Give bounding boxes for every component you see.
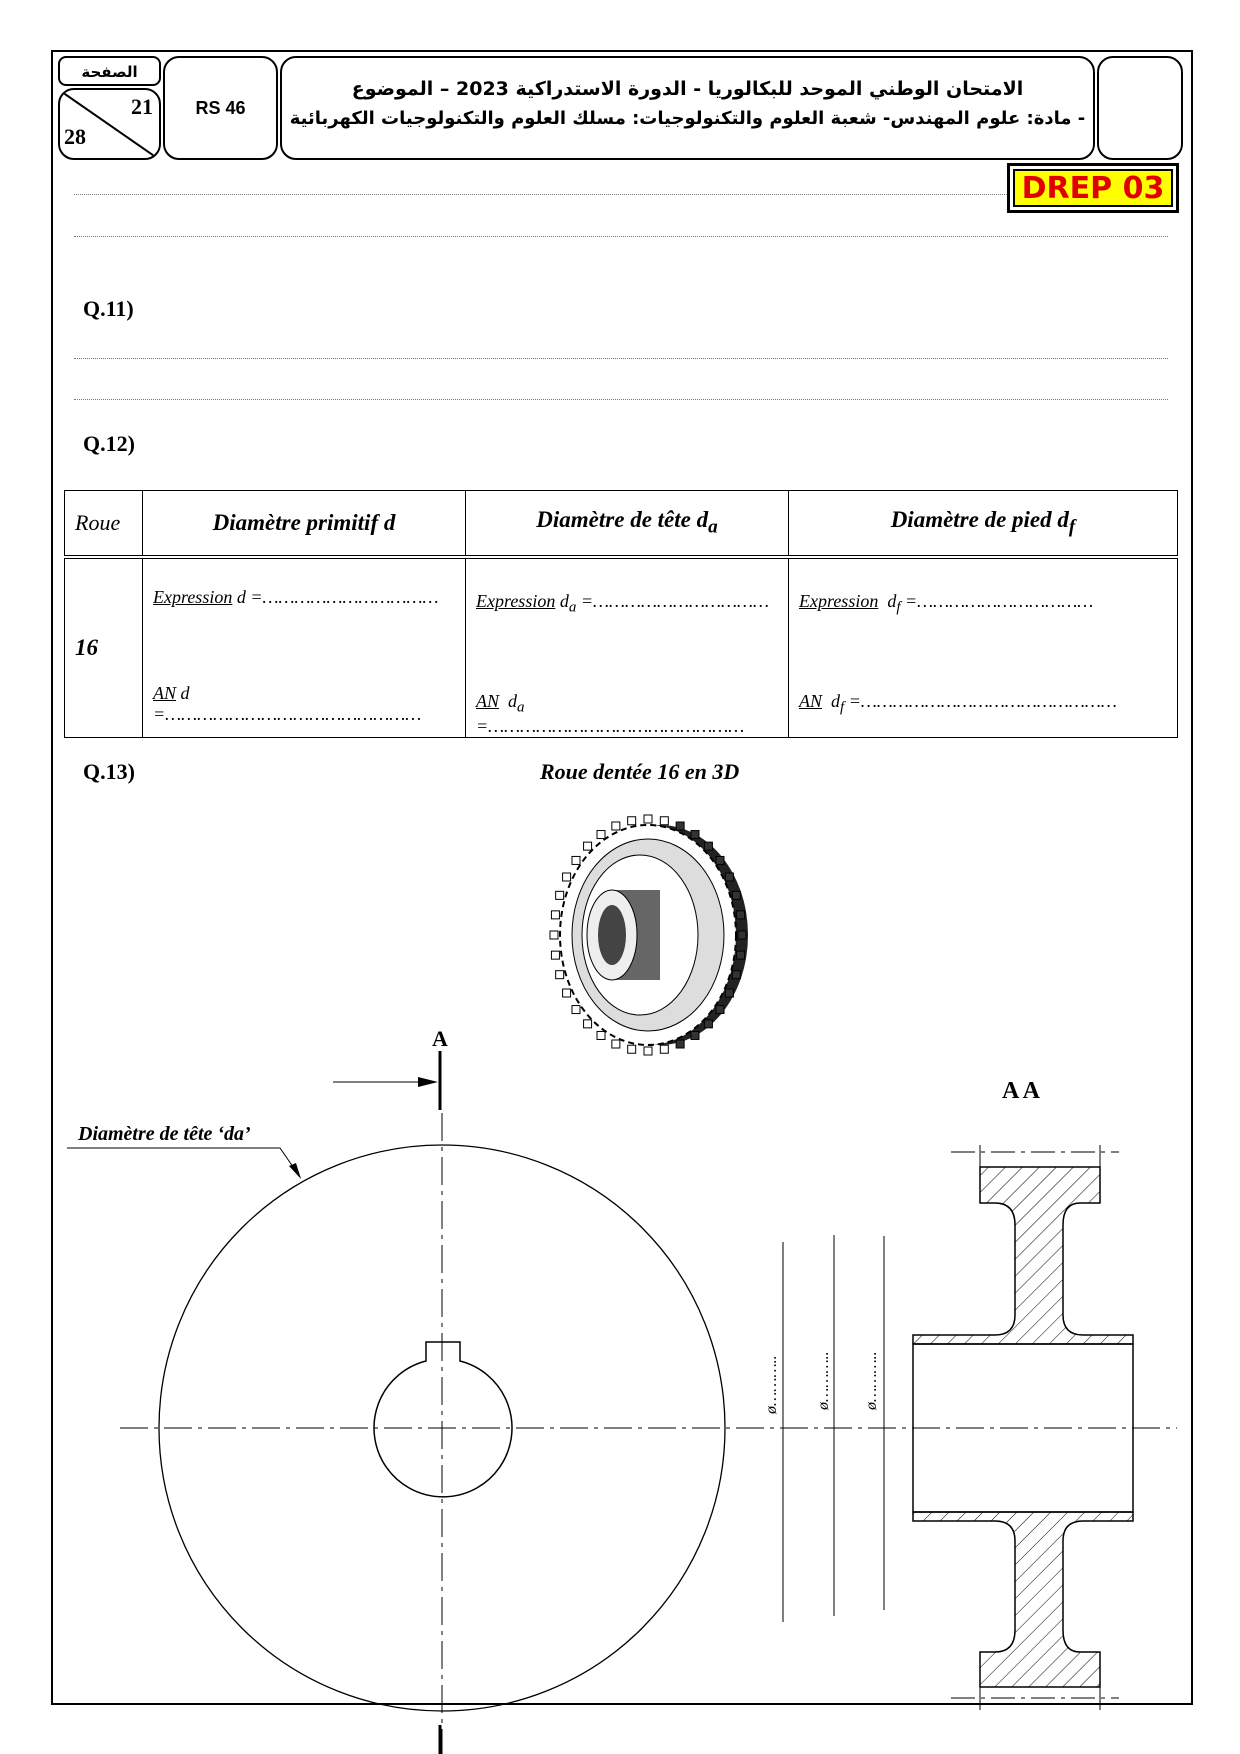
gear-tooth [675, 821, 685, 831]
page-label: الصفحة [58, 56, 161, 86]
gear-tooth [690, 830, 700, 840]
dimension-label-3: ø……….. [863, 1351, 880, 1411]
gear-tooth [703, 841, 713, 851]
page-frame [51, 50, 1193, 1705]
gear-tooth [550, 950, 560, 960]
gear-tooth [703, 1019, 713, 1029]
question-11: Q.11) [83, 296, 134, 321]
gear-tooth [659, 1044, 669, 1054]
gear-tooth [596, 830, 606, 840]
gear-tooth [690, 1030, 700, 1040]
title-line-2: - مادة: علوم المهندس- شعبة العلوم والتكن… [289, 108, 1086, 129]
gear-tooth [715, 1005, 725, 1015]
gear-tooth [737, 930, 747, 940]
leader-line [67, 1147, 301, 1178]
header-pitch-diameter: Diamètre primitif d [142, 490, 466, 559]
gear-tooth [611, 1039, 621, 1049]
cell-root[interactable]: Expression df =…………………………… AN df =………………… [788, 556, 1178, 739]
drep-label: DREP 03 [1013, 169, 1173, 207]
exam-title: الامتحان الوطني الموحد للبكالوريا - الدو… [280, 56, 1095, 160]
title-line-1: الامتحان الوطني الموحد للبكالوريا - الدو… [351, 78, 1024, 100]
gear-tooth [596, 1030, 606, 1040]
page-current: 21 [131, 94, 153, 119]
gear-tooth [555, 970, 565, 980]
gear-tooth [675, 1039, 685, 1049]
dimension-label-1: ø……….. [763, 1355, 780, 1415]
blank-box [1097, 56, 1183, 160]
keyway-bore [373, 1341, 513, 1498]
page-total: 28 [64, 124, 86, 149]
tip-diameter-label: Diamètre de tête ‘da’ [77, 1123, 251, 1145]
section-hatched-bottom [912, 1511, 1134, 1688]
gear-tooth [562, 872, 572, 882]
row-label: 16 [64, 556, 143, 739]
gear-dimensions-table: Roue Diamètre primitif d Diamètre de têt… [64, 490, 1178, 739]
answer-line [74, 194, 1007, 195]
section-title: A A [1002, 1078, 1041, 1104]
section-hatched-top [912, 1166, 1134, 1345]
gear-tooth [643, 814, 653, 824]
answer-line [74, 358, 1168, 359]
gear-tooth [724, 988, 734, 998]
gear-tooth [736, 910, 746, 920]
gear-tooth [549, 930, 559, 940]
section-letter: A [432, 1026, 448, 1051]
gear-tooth [659, 816, 669, 826]
gear-tooth [611, 821, 621, 831]
diagonal-divider [61, 91, 159, 158]
gear-3d-image [549, 814, 748, 1056]
cell-pitch[interactable]: Expression d =…………………………… AN d =……………………… [142, 556, 466, 739]
answer-line [74, 399, 1168, 400]
page-number-box: 21 28 [58, 88, 161, 160]
gear-tooth [583, 841, 593, 851]
drep-badge: DREP 03 [1007, 163, 1179, 213]
gear-tooth [627, 1044, 637, 1054]
header-tip-diameter: Diamètre de tête da [465, 490, 789, 559]
gear-tooth [715, 855, 725, 865]
gear-tooth [571, 1005, 581, 1015]
gear-tooth [731, 970, 741, 980]
question-12: Q.12) [83, 431, 135, 456]
gear-tooth [562, 988, 572, 998]
exam-code: RS 46 [163, 56, 278, 160]
question-13: Q.13) [83, 759, 135, 784]
gear-tooth [724, 872, 734, 882]
gear-caption: Roue dentée 16 en 3D [540, 759, 740, 784]
dimension-label-2: ø……….. [815, 1351, 832, 1411]
gear-tooth [571, 855, 581, 865]
cell-tip[interactable]: Expression da =…………………………… AN da =………………… [465, 556, 789, 739]
gear-tooth [555, 890, 565, 900]
gear-tooth [736, 950, 746, 960]
gear-tooth [731, 890, 741, 900]
header-roue: Roue [64, 490, 143, 559]
gear-tooth [643, 1046, 653, 1056]
answer-line [74, 236, 1168, 237]
section-bore [912, 1343, 1134, 1513]
gear-tooth [627, 816, 637, 826]
gear-tooth [550, 910, 560, 920]
header-root-diameter: Diamètre de pied df [788, 490, 1178, 559]
gear-tooth [583, 1019, 593, 1029]
